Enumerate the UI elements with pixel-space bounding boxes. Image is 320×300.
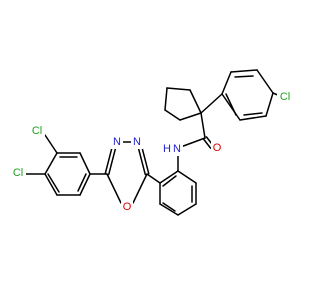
bond-ring [166, 87, 191, 91]
bond-aromatic [79, 152, 91, 175]
bond-c-cl [44, 134, 58, 154]
atom-nh-amide: N H [161, 142, 183, 156]
bond-aromatic [159, 203, 179, 216]
atom-label-o: O [213, 142, 222, 154]
bond-aromatic-inner [47, 173, 60, 193]
bond-c-n-double [137, 146, 147, 176]
bond-aromatic [79, 173, 91, 196]
atom-cl-para-chlorophenyl: Cl [277, 90, 293, 104]
atom-label-cl: Cl [32, 125, 42, 137]
bond-aromatic-inner [225, 93, 237, 116]
atom-cl-para-dichlorophenyl: Cl [10, 166, 26, 180]
atom-label-n: N [113, 136, 121, 148]
molecule-structure-diagram: Cl Cl Cl N N O N H O [10, 69, 293, 216]
atom-label-n: N [173, 143, 181, 155]
bond-o-c [132, 173, 148, 204]
bond-aromatic [177, 170, 197, 184]
bond-ring [179, 112, 202, 121]
bond-aromatic [221, 71, 232, 95]
bond-c-o [106, 173, 122, 204]
bond-ring [189, 89, 202, 114]
bond-aromatic-inner [162, 202, 176, 212]
bond-ring [164, 87, 168, 111]
bond-c-n-double [107, 146, 117, 176]
bond-aromatic [221, 93, 241, 121]
bond-c-carbonyl [200, 112, 206, 139]
atom-label-h: H [163, 143, 171, 155]
bond-aromatic [44, 173, 58, 196]
bond-c-n-double [140, 145, 150, 175]
bond-aryl [200, 93, 223, 114]
bond-aryl-oxadiazole [146, 173, 161, 184]
atom-label-cl: Cl [13, 167, 23, 179]
bond-aromatic [159, 170, 179, 184]
atom-label-n: N [133, 136, 141, 148]
bond-aromatic-inner [234, 75, 254, 78]
atom-n3-oxadiazole: N [111, 135, 123, 149]
bond-aromatic [44, 152, 58, 175]
bond-aromatic-inner [77, 173, 87, 192]
atom-o-carbonyl: O [211, 141, 223, 155]
bond-aromatic [265, 92, 274, 117]
atom-label-layer: Cl Cl Cl N N O N H O [10, 90, 293, 214]
bond-aromatic [230, 69, 258, 73]
atom-label-cl: Cl [280, 91, 290, 103]
atom-label-o: O [123, 201, 132, 213]
atom-n4-oxadiazole: N [131, 135, 143, 149]
bond-aromatic [256, 69, 274, 94]
bond-aromatic-inner [162, 175, 177, 187]
atom-o1-oxadiazole: O [121, 200, 133, 214]
bond-aromatic-inner [243, 112, 263, 116]
bond-aromatic [177, 203, 197, 216]
bond-layer [25, 69, 281, 216]
bond-aromatic [239, 115, 267, 121]
bond-c-n-double [104, 145, 114, 175]
bond-carbonyl-double [202, 138, 212, 149]
bond-ring [164, 109, 181, 121]
atom-cl-meta-dichlorophenyl: Cl [29, 124, 45, 138]
